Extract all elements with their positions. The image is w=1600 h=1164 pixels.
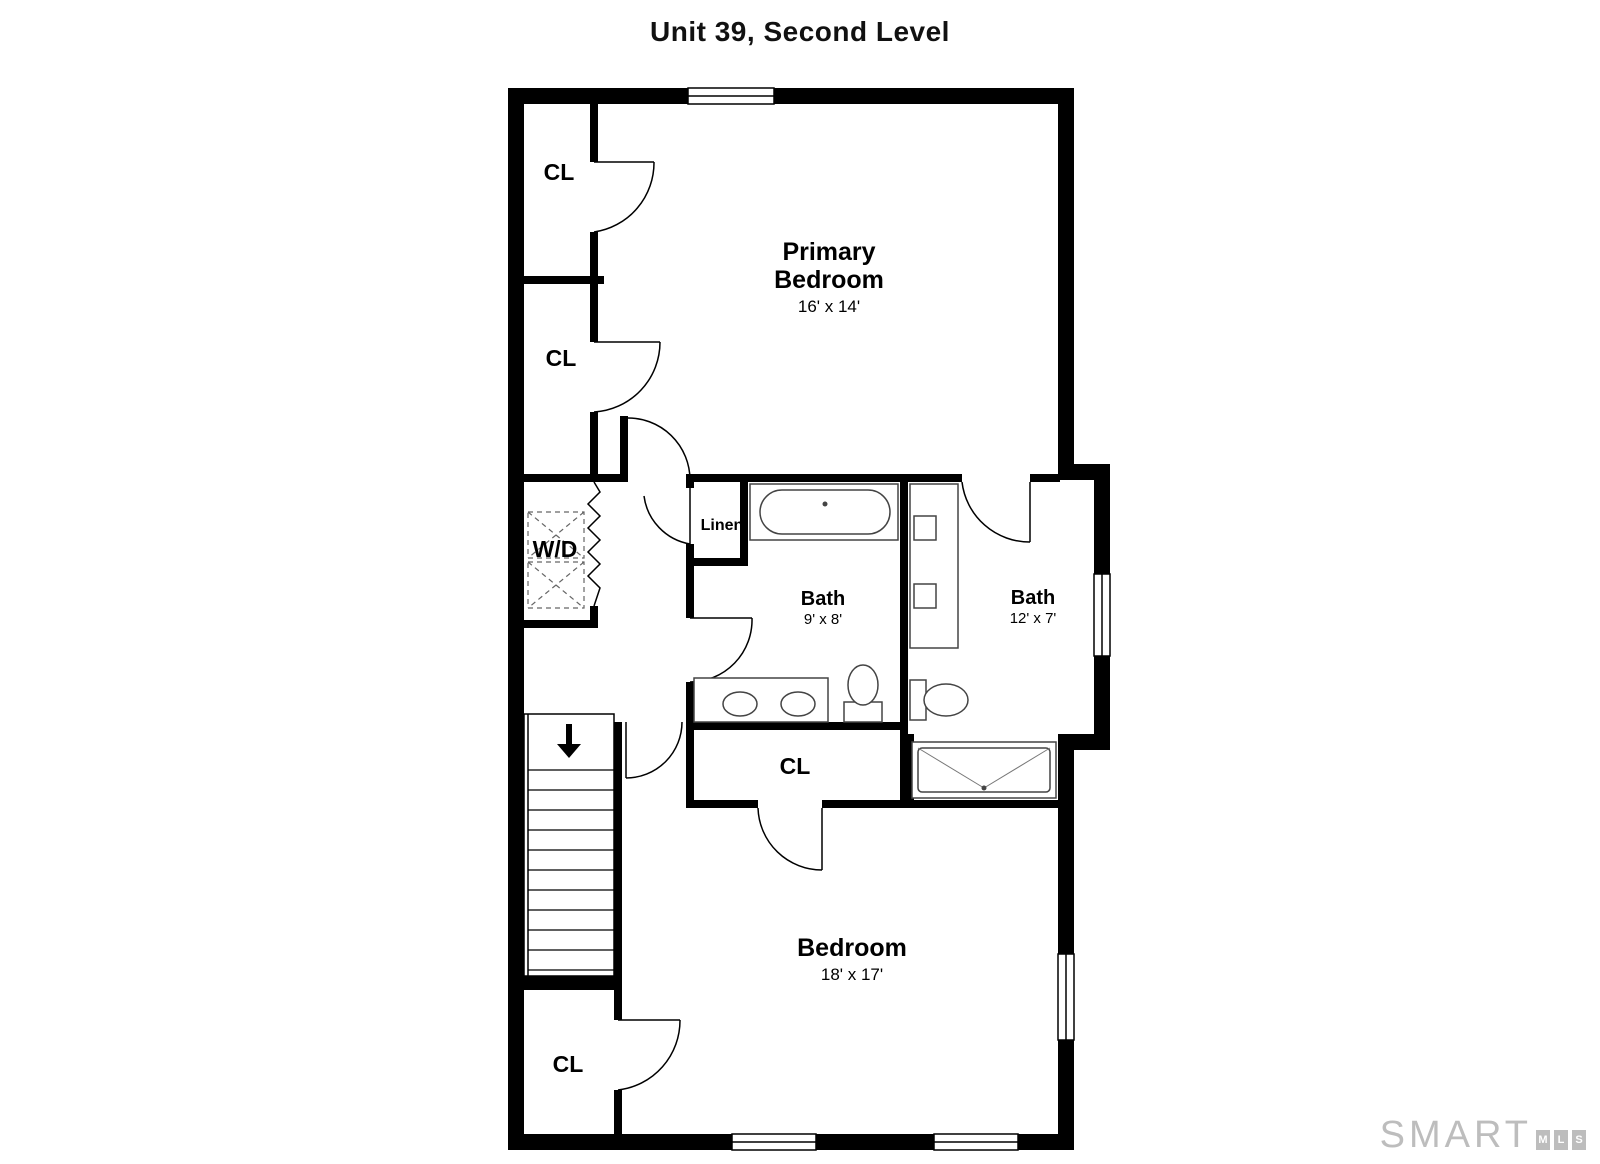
primary-bath-dims: 12' x 7'	[1010, 610, 1057, 627]
doors	[586, 161, 1031, 1091]
stair-down-arrow-icon	[557, 724, 581, 758]
primary-bedroom-label-line2: Bedroom	[774, 266, 884, 294]
room-labels: CL CL Primary Bedroom 16' x 14' W/D Line…	[533, 159, 1057, 1077]
bedroom-label: Bedroom	[797, 934, 907, 962]
hall-bath-label: Bath	[801, 588, 845, 610]
logo-letter-l: L	[1554, 1130, 1568, 1150]
smart-mls-logo: SMART M L S	[1380, 1114, 1586, 1154]
laundry-label: W/D	[533, 536, 578, 562]
page-title: Unit 39, Second Level	[650, 16, 950, 47]
bedroom-dims: 18' x 17'	[821, 965, 883, 984]
primary-bedroom-dims: 16' x 14'	[798, 297, 860, 316]
interior-walls	[524, 104, 1074, 1134]
linen-label: Linen	[701, 517, 744, 534]
closet-mid-label: CL	[546, 345, 577, 371]
logo-text: SMART	[1379, 1114, 1532, 1156]
closet-center-label: CL	[780, 753, 811, 779]
primary-bedroom-label-line1: Primary	[782, 238, 875, 266]
fixtures	[527, 483, 1057, 799]
exterior-walls	[508, 88, 1110, 1150]
hall-bath-dims: 9' x 8'	[804, 611, 842, 628]
closet-top-label: CL	[544, 159, 575, 185]
windows	[687, 87, 1111, 1151]
closet-bottom-label: CL	[553, 1051, 584, 1077]
logo-letter-s: S	[1572, 1130, 1586, 1150]
logo-letter-m: M	[1536, 1130, 1550, 1150]
primary-bath-label: Bath	[1011, 587, 1055, 609]
